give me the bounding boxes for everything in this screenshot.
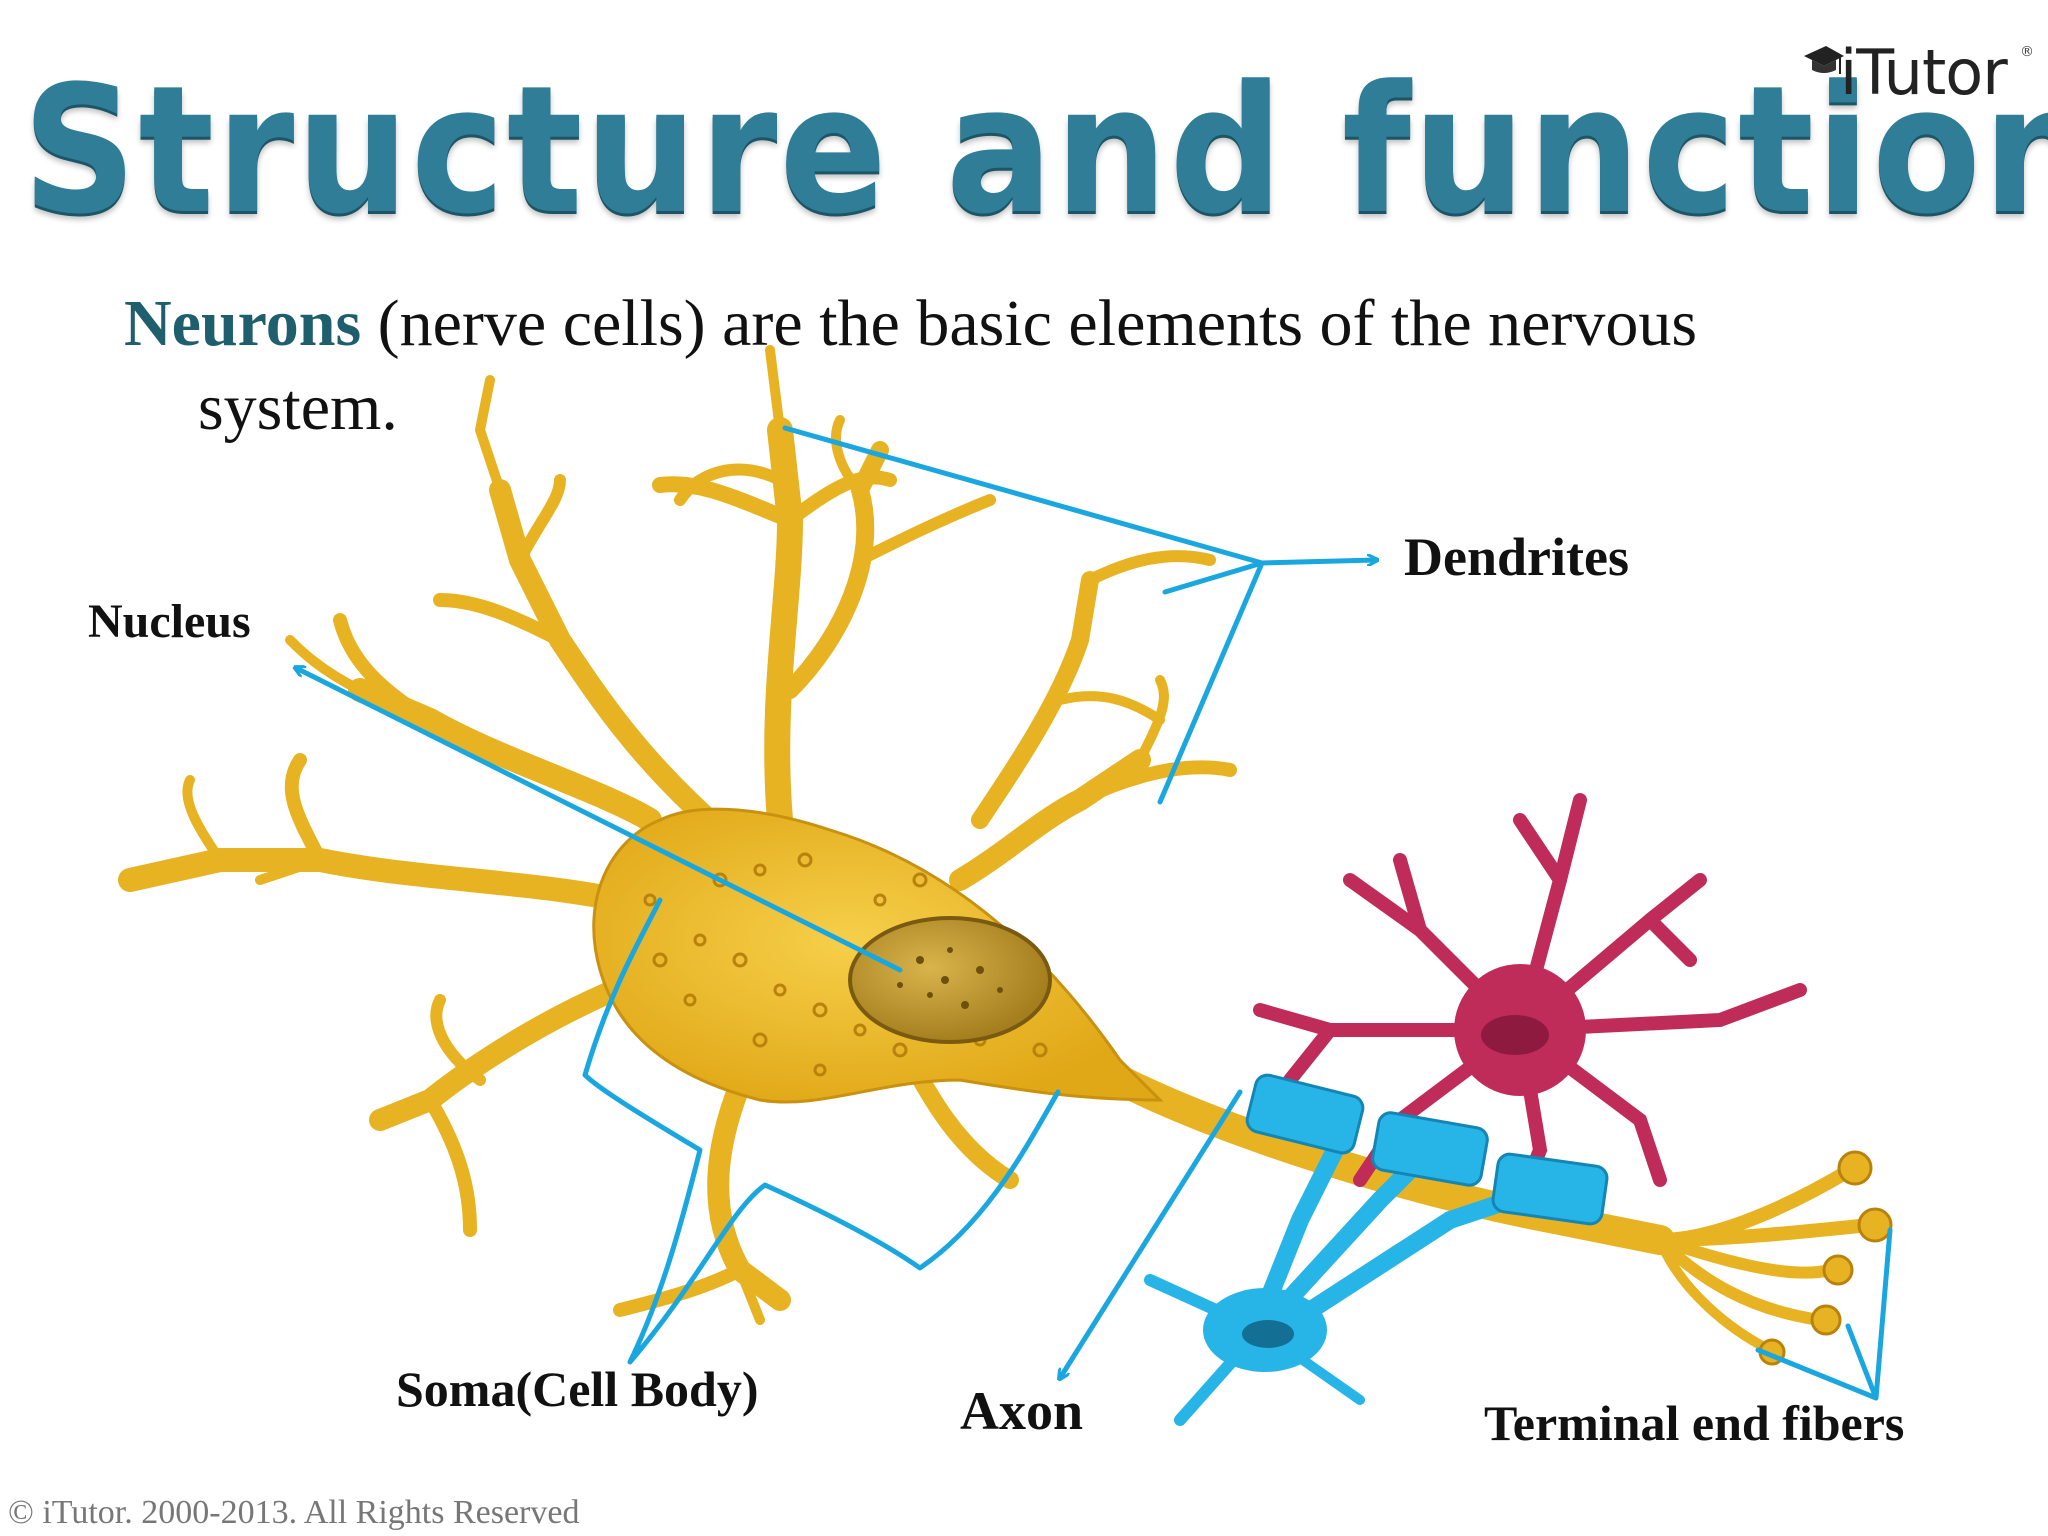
intro-line1: (nerve cells) are the basic elements of … xyxy=(361,287,1698,360)
label-dendrites: Dendrites xyxy=(1404,527,1629,587)
intro-text: Neurons (nerve cells) are the basic elem… xyxy=(124,282,1974,450)
soma-pointer xyxy=(582,897,1061,1365)
dendrites-pointer xyxy=(782,425,1265,805)
myelin-sheath-segments xyxy=(1245,1073,1609,1226)
schwann-cell-blue xyxy=(1144,1131,1549,1426)
pointer-lines xyxy=(296,425,1893,1401)
copyright-footer: © iTutor. 2000-2013. All Rights Reserved xyxy=(8,1494,580,1531)
intro-line2: system. xyxy=(198,371,398,444)
label-axon: Axon xyxy=(960,1381,1084,1441)
schwann-nucleus xyxy=(1242,1320,1294,1348)
graduation-cap-icon xyxy=(1804,46,1844,74)
intro-term: Neurons xyxy=(124,287,362,360)
label-terminal-end-fibers: Terminal end fibers xyxy=(1484,1395,1905,1451)
terminal-pointer xyxy=(1755,1227,1893,1401)
dendrites-arrow xyxy=(1259,560,1376,563)
nucleus xyxy=(848,916,1052,1044)
nucleus-arrow xyxy=(296,668,903,973)
label-soma: Soma(Cell Body) xyxy=(396,1361,759,1417)
slide-title: Structure and function xyxy=(22,48,2048,253)
nucleus-chromatin xyxy=(897,947,1003,1009)
logo-registered-mark: ® xyxy=(2020,44,2034,60)
logo-wordmark: iTutor xyxy=(1840,36,2008,109)
axon-arrow xyxy=(1060,1089,1243,1378)
label-nucleus: Nucleus xyxy=(88,595,251,648)
dendrite-branches xyxy=(118,345,1237,1325)
itutor-logo: iTutor ® xyxy=(1802,34,2042,114)
axon-terminal-fibers xyxy=(1653,1150,1893,1366)
glial-nucleus xyxy=(1481,1015,1549,1055)
